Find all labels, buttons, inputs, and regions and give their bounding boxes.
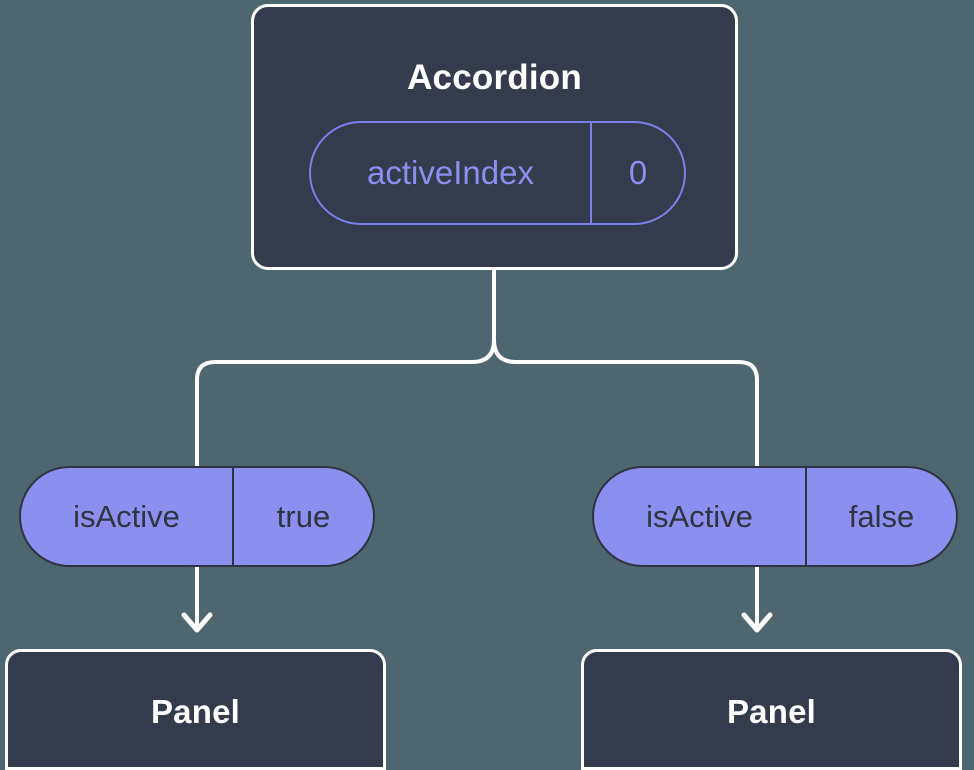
state-pill-left-divider [232, 468, 234, 565]
state-pill-right-divider [805, 468, 807, 565]
node-panel-right-title: Panel [726, 693, 817, 730]
node-accordion-title: Accordion [407, 58, 582, 97]
node-accordion[interactable]: Accordion activeIndex 0 [251, 4, 738, 270]
state-pill-right-is-active[interactable]: isActive false [592, 466, 958, 567]
right-arrow-head-icon [741, 612, 773, 633]
state-pill-right-value: false [848, 498, 915, 534]
state-pill-right-key: isActive [646, 498, 753, 534]
state-pill-left-value: true [276, 498, 331, 534]
left-arrow-head-icon [181, 612, 213, 633]
node-panel-right[interactable]: Panel [581, 649, 962, 770]
state-pill-left-is-active[interactable]: isActive true [19, 466, 375, 567]
prop-pill-active-index[interactable]: activeIndex 0 [309, 121, 686, 225]
prop-pill-active-index-value: 0 [628, 154, 648, 191]
prop-pill-active-index-divider [590, 123, 592, 223]
node-panel-left-title: Panel [150, 693, 241, 730]
prop-pill-active-index-key: activeIndex [367, 154, 534, 191]
trunk-split-connector-right [492, 338, 759, 468]
node-panel-left[interactable]: Panel [5, 649, 386, 770]
trunk-split-connector [195, 268, 496, 468]
state-pill-left-key: isActive [73, 498, 180, 534]
